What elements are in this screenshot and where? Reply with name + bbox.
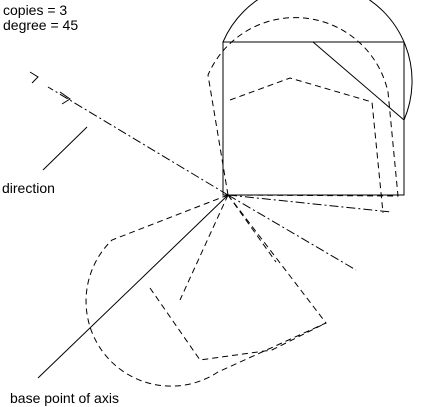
- rotated-copy-3: [85, 194, 327, 387]
- copies-label: copies = 3: [3, 2, 68, 18]
- direction-axis: [47, 86, 229, 196]
- original-square: [222, 41, 405, 196]
- rotated-copy-3-inner: [149, 287, 327, 361]
- base-point-label: base point of axis: [10, 390, 119, 406]
- degree-label: degree = 45: [3, 17, 79, 33]
- original-arc: [222, 0, 413, 121]
- direction-arrow-mark: [59, 91, 71, 105]
- direction-label: direction: [2, 180, 55, 196]
- direction-arrow-head: [29, 71, 39, 84]
- rotated-copy-3-spokes: [179, 194, 277, 301]
- direction-leader: [42, 126, 88, 171]
- rotated-copy-1: [207, 17, 399, 197]
- rotation-axis-line: [37, 194, 229, 379]
- rotated-copy-1-inner: [229, 77, 384, 214]
- rotated-copy-2: [227, 194, 392, 271]
- original-diagonal: [312, 41, 405, 121]
